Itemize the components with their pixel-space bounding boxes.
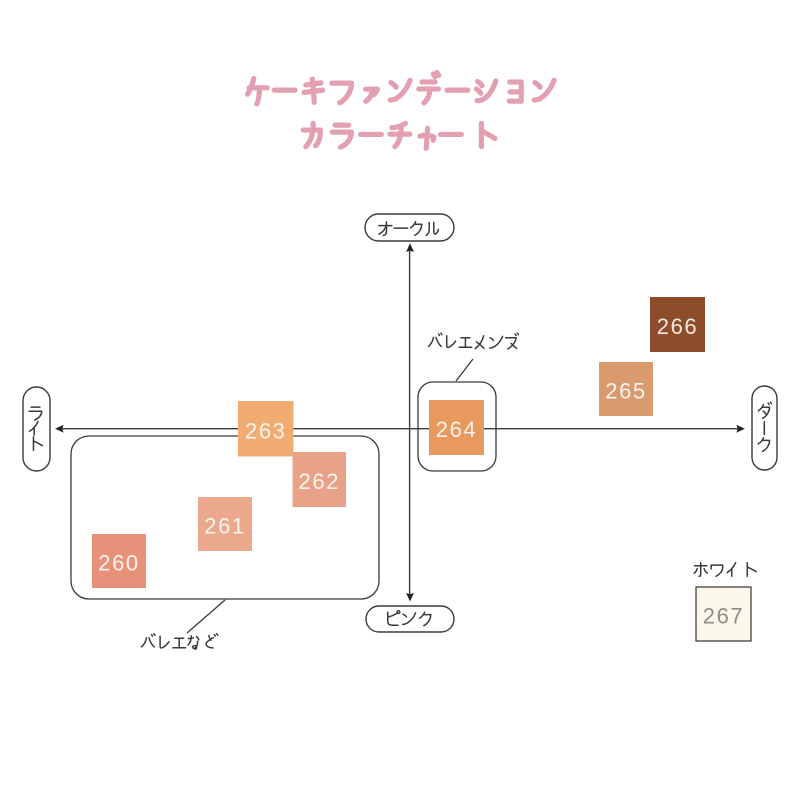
svg-text:260: 260 <box>98 551 140 576</box>
svg-text:267: 267 <box>703 604 745 629</box>
svg-text:266: 266 <box>657 314 699 339</box>
svg-text:265: 265 <box>605 379 647 404</box>
svg-text:263: 263 <box>245 418 287 443</box>
svg-text:262: 262 <box>298 469 340 494</box>
svg-text:261: 261 <box>204 514 246 539</box>
svg-text:264: 264 <box>436 417 478 442</box>
